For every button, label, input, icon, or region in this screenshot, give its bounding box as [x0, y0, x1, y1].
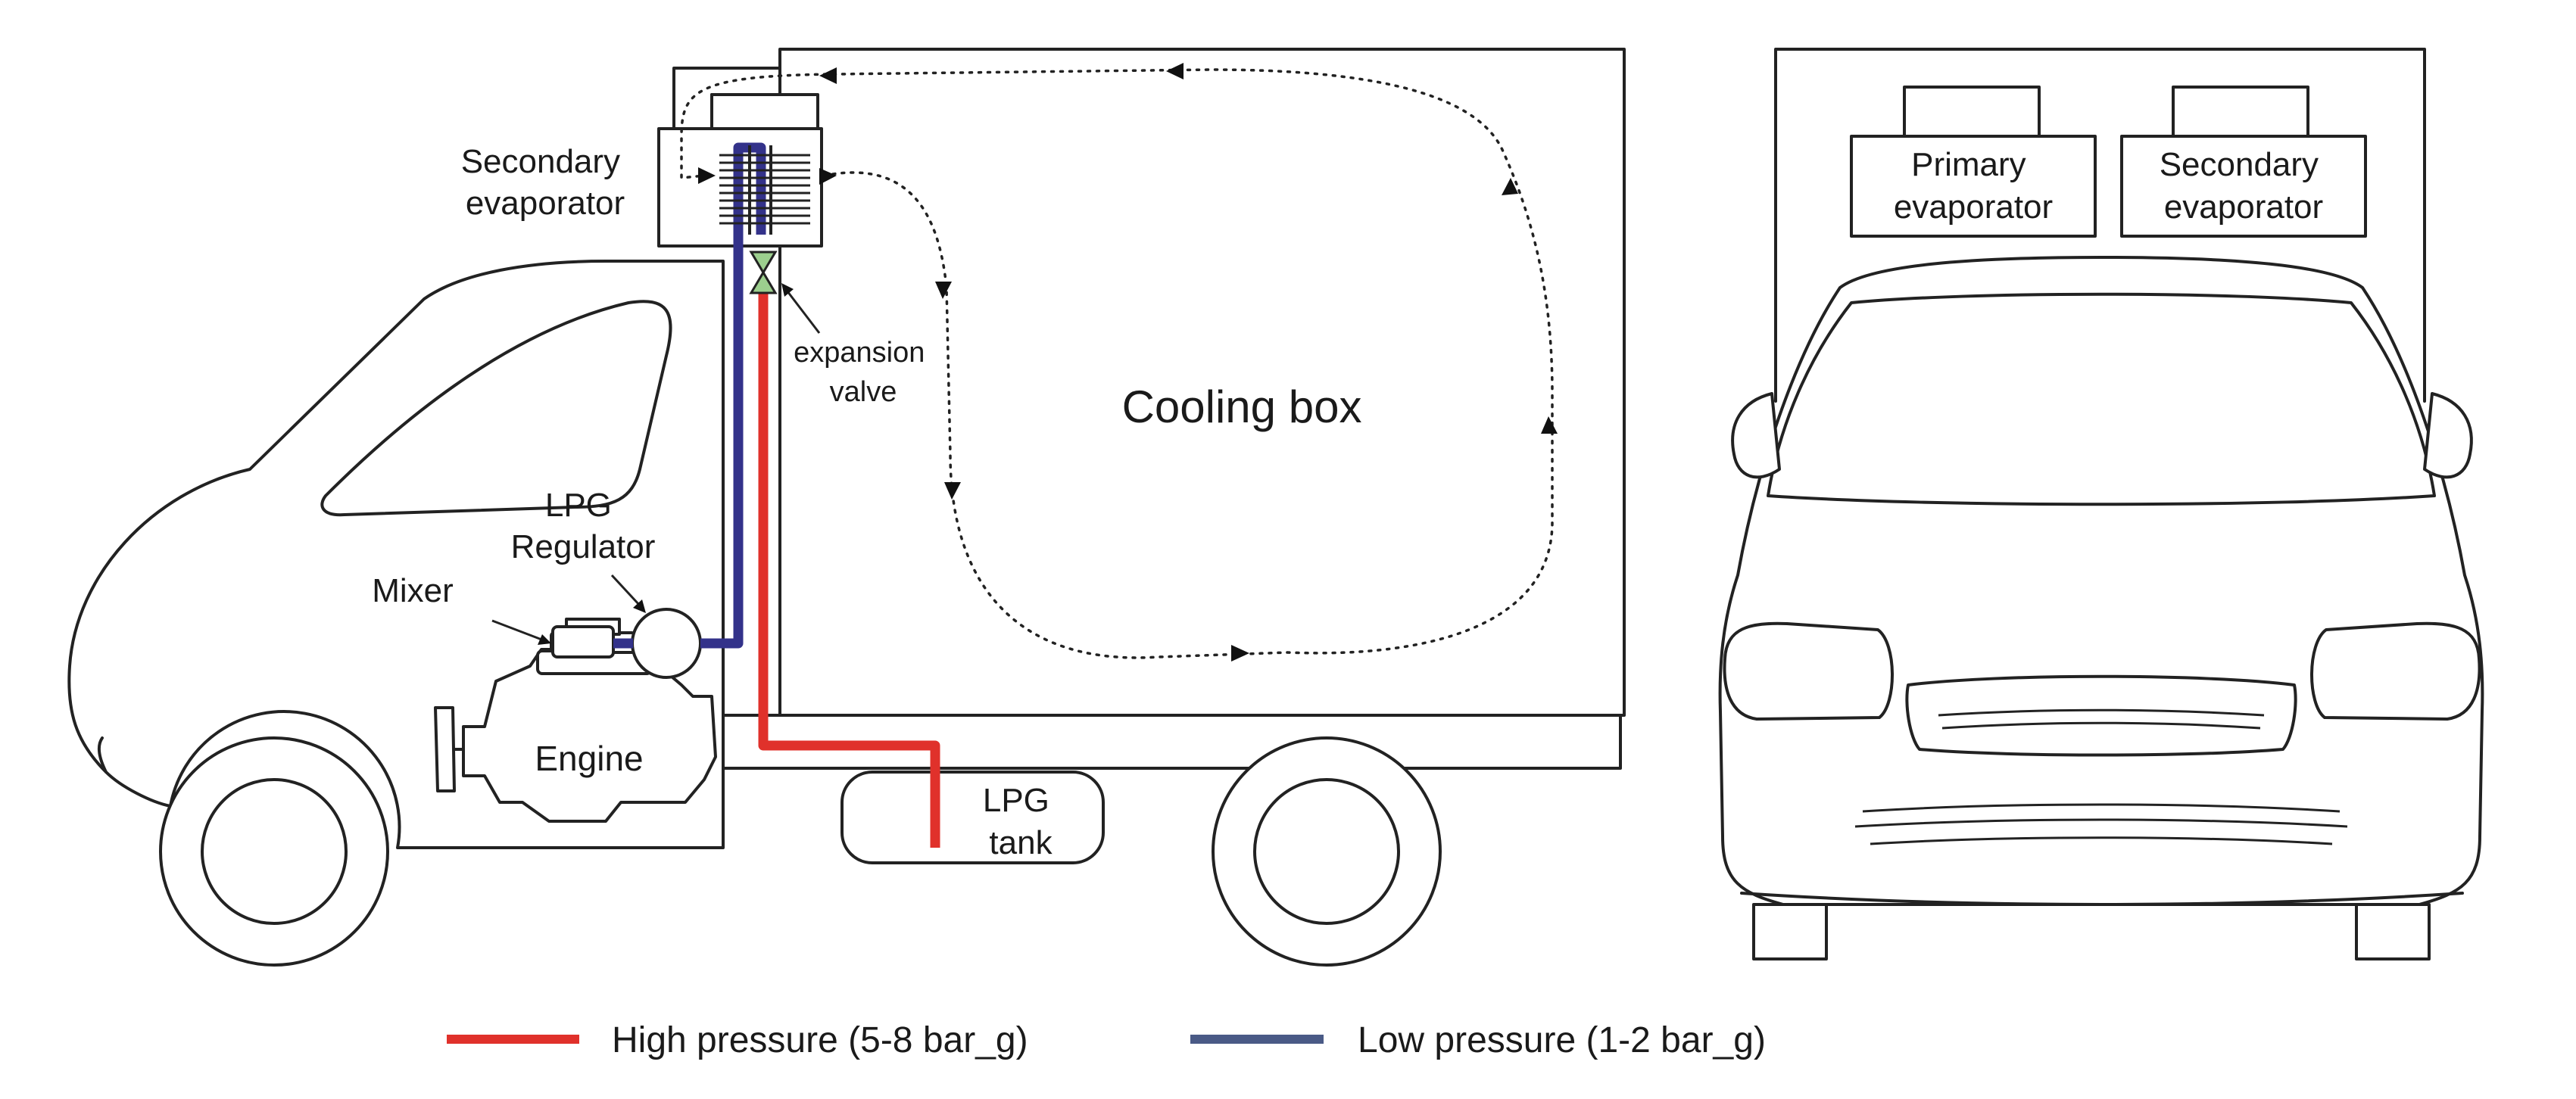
- front-cargo-box: [1774, 48, 2426, 403]
- primary-evaporator-cap: [1903, 86, 2041, 138]
- lpg-tank-label: LPG tank: [983, 782, 1059, 861]
- airflow-loop: [680, 63, 1558, 662]
- mixer-label: Mixer: [372, 572, 454, 609]
- secondary-evaporator-front-label: Secondary evaporator: [2160, 146, 2328, 226]
- side-view-truck: Secondary evaporator expansion valve Coo…: [67, 48, 1626, 967]
- label-pointers: [491, 283, 821, 645]
- truck-cab: [67, 260, 725, 849]
- low-pressure-line: [700, 142, 766, 649]
- grille-slat-1: [1938, 708, 2265, 717]
- front-bumper: [97, 736, 108, 774]
- lpg-regulator-label: LPG Regulator: [511, 487, 656, 565]
- cooling-box: [778, 48, 1626, 717]
- bumper-line-3: [1870, 836, 2333, 845]
- engine-label: Engine: [535, 739, 643, 778]
- cab-window: [320, 300, 672, 517]
- secondary-evaporator-unit: [2120, 135, 2367, 238]
- front-view-left-wheel: [1752, 903, 1828, 960]
- front-cab-body: [1718, 256, 2484, 906]
- high-pressure-line: [758, 288, 940, 848]
- right-mirror: [2423, 392, 2473, 479]
- primary-evaporator-label: Primary evaporator: [1894, 146, 2053, 226]
- rear-wheel-hub: [1253, 778, 1400, 925]
- bumper-line-1: [1862, 803, 2341, 813]
- grille-slat-2: [1941, 721, 2261, 730]
- evaporator-fins: [719, 154, 810, 225]
- left-mirror: [1731, 392, 1781, 479]
- lpg-regulator: [631, 608, 702, 679]
- secondary-evaporator-cap: [2172, 86, 2309, 138]
- legend-high-pressure-label: High pressure (5-8 bar_g): [612, 1020, 1028, 1060]
- expansion-valve-label: expansion valve: [794, 337, 933, 408]
- evaporator-top-flange: [710, 93, 819, 130]
- front-grille: [1905, 674, 2297, 757]
- secondary-evaporator-label: Secondary evaporator: [461, 143, 630, 222]
- front-view-right-wheel: [2355, 903, 2431, 960]
- legend-low-pressure-label: Low pressure (1-2 bar_g): [1358, 1020, 1766, 1060]
- evaporator-duct: [672, 67, 781, 130]
- front-view-truck: Primary evaporator Secondary evaporator: [1718, 48, 2484, 960]
- front-wheel-hub: [201, 778, 348, 925]
- bumper-line-2: [1854, 818, 2348, 828]
- mixer: [551, 625, 615, 658]
- bumper-bottom: [1740, 892, 2464, 906]
- legend: High pressure (5-8 bar_g) Low pressure (…: [447, 1020, 1766, 1060]
- left-headlight: [1723, 621, 1894, 721]
- expansion-valve: [749, 251, 778, 294]
- rear-wheel-tire: [1212, 736, 1442, 967]
- evaporator-coil: [748, 145, 772, 235]
- primary-evaporator-unit: [1850, 135, 2097, 238]
- lpg-tank: [840, 771, 1105, 864]
- right-headlight: [2310, 621, 2481, 721]
- front-wheel-tire: [159, 736, 389, 967]
- cooling-box-label: Cooling box: [1122, 381, 1362, 432]
